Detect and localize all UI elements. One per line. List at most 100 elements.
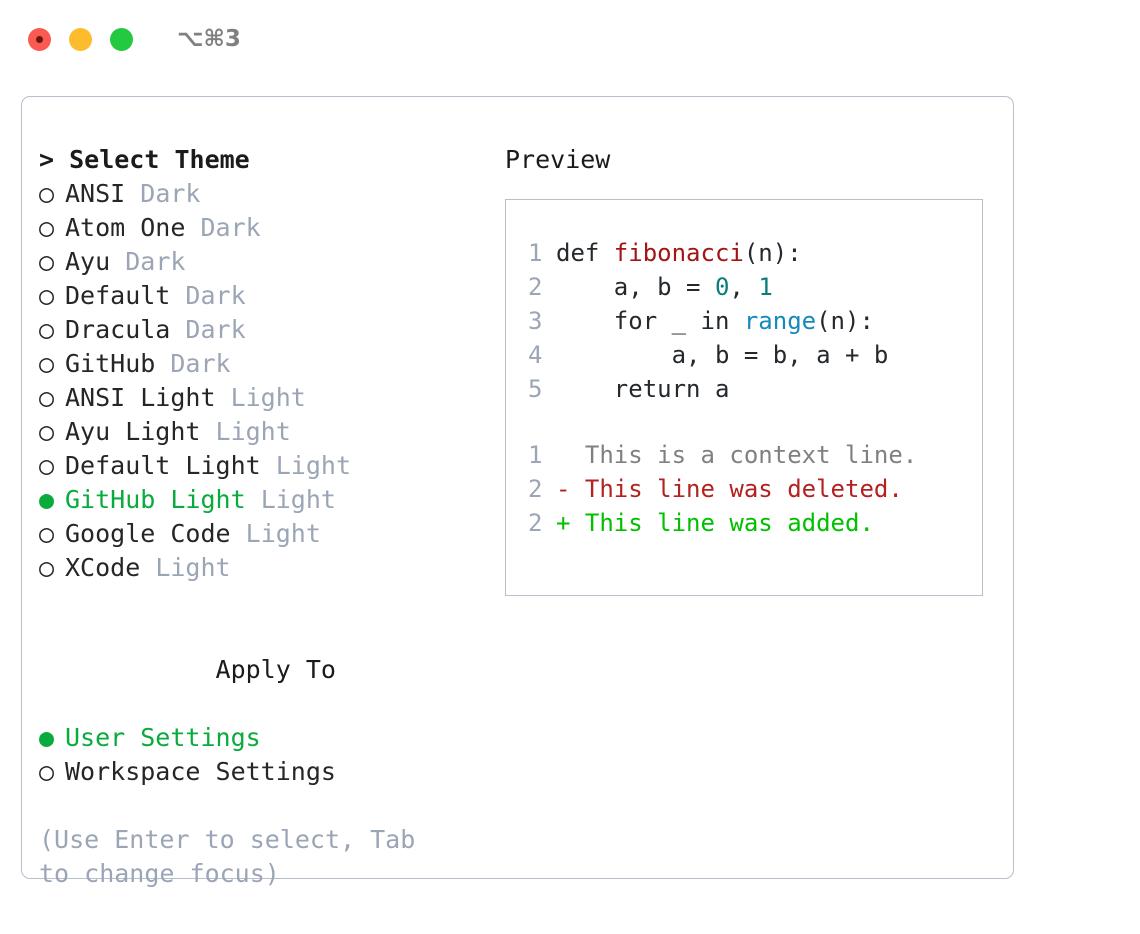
select-theme-heading: > Select Theme [39, 145, 250, 174]
radio-unselected-icon[interactable]: ○ [39, 281, 55, 310]
code-token: return a [556, 375, 730, 403]
theme-name: Atom One [65, 213, 186, 242]
theme-variant-tag: Light [260, 485, 336, 514]
theme-list[interactable]: ○ANSI Dark○Atom One Dark○Ayu Dark○Defaul… [39, 177, 487, 585]
apply-to-heading: Apply To [215, 655, 336, 684]
diff-line: 2- This line was deleted. [528, 472, 982, 506]
theme-name: GitHub Light [65, 485, 246, 514]
theme-list-item[interactable]: ○ Ayu Dark [39, 245, 487, 279]
theme-list-item[interactable]: ○Default Light Light [39, 449, 487, 483]
theme-name: Dracula [65, 315, 171, 344]
keyboard-shortcut-label: ⌥⌘3 [177, 26, 241, 52]
theme-list-item[interactable]: ○ Ayu Light Light [39, 415, 487, 449]
theme-variant-tag: Light [215, 417, 291, 446]
theme-list-item[interactable]: ○ Dracula Dark [39, 313, 487, 347]
radio-unselected-icon[interactable]: ○ [39, 383, 55, 412]
apply-to-item[interactable]: ○Workspace Settings [39, 755, 487, 789]
theme-list-item[interactable]: ○ GitHub Dark [39, 347, 487, 381]
line-number: 2 [528, 509, 543, 537]
code-token: for _ in [556, 307, 744, 335]
window-titlebar: ⌥⌘3 [0, 0, 1140, 78]
code-token: def [556, 239, 614, 267]
code-token: range [743, 307, 817, 335]
code-token: (n): [743, 239, 802, 267]
code-token: a, b = [556, 273, 715, 301]
theme-name: Ayu Light [65, 417, 201, 446]
theme-variant-tag: Light [155, 553, 231, 582]
line-number: 2 [528, 273, 543, 301]
line-number: 1 [528, 441, 543, 469]
theme-variant-tag: Light [230, 383, 306, 412]
radio-unselected-icon[interactable]: ○ [39, 757, 55, 786]
theme-list-item[interactable]: ○ ANSI Light Light [39, 381, 487, 415]
theme-list-item[interactable]: ○Atom One Dark [39, 211, 487, 245]
close-window-button[interactable] [28, 27, 51, 51]
keyboard-hint-text: (Use Enter to select, Tab to change focu… [39, 825, 416, 888]
radio-unselected-icon[interactable]: ○ [39, 349, 55, 378]
theme-list-item[interactable]: ○ XCode Light [39, 551, 487, 585]
code-token: fibonacci [613, 239, 744, 267]
code-token: , [729, 273, 759, 301]
apply-to-label: User Settings [65, 723, 261, 752]
preview-heading: Preview [505, 145, 611, 174]
apply-to-item[interactable]: ● User Settings [39, 721, 487, 755]
theme-list-item[interactable]: ○ Default Dark [39, 279, 487, 313]
zoom-window-button[interactable] [110, 27, 133, 51]
theme-selection-column: > Select Theme ○ANSI Dark○Atom One Dark○… [22, 143, 487, 891]
theme-name: ANSI Light [65, 383, 216, 412]
code-token: a, b = b, a + b [556, 341, 889, 369]
radio-selected-icon[interactable]: ● [39, 485, 55, 514]
theme-variant-tag: Dark [170, 349, 231, 378]
radio-unselected-icon[interactable]: ○ [39, 213, 55, 242]
preview-spacer [528, 406, 982, 438]
radio-unselected-icon[interactable]: ○ [39, 417, 55, 446]
theme-name: Ayu [65, 247, 111, 276]
theme-variant-tag: Dark [125, 247, 186, 276]
theme-list-item[interactable]: ● GitHub Light Light [39, 483, 487, 517]
theme-name: Google Code [65, 519, 231, 548]
line-number: 4 [528, 341, 543, 369]
list-spacer [39, 585, 487, 619]
theme-variant-tag: Dark [185, 281, 246, 310]
radio-unselected-icon[interactable]: ○ [39, 315, 55, 344]
diff-sign: - [556, 475, 585, 503]
code-token: (n): [816, 307, 874, 335]
line-number: 5 [528, 375, 543, 403]
theme-variant-tag: Light [275, 451, 351, 480]
theme-variant-tag: Dark [140, 179, 201, 208]
apply-to-list[interactable]: ● User Settings ○Workspace Settings [39, 721, 487, 789]
traffic-lights [28, 27, 133, 51]
minimize-window-button[interactable] [69, 27, 92, 51]
diff-sign: + [556, 509, 585, 537]
theme-name: ANSI [65, 179, 126, 208]
theme-name: XCode [65, 553, 141, 582]
theme-variant-tag: Dark [185, 315, 246, 344]
code-token: 0 [714, 273, 730, 301]
diff-text: This line was deleted. [584, 475, 903, 503]
theme-list-item[interactable]: ○ Google Code Light [39, 517, 487, 551]
radio-unselected-icon[interactable]: ○ [39, 451, 55, 480]
theme-name: GitHub [65, 349, 156, 378]
diff-text: This is a context line. [584, 441, 918, 469]
theme-picker-panel: > Select Theme ○ANSI Dark○Atom One Dark○… [21, 96, 1014, 888]
diff-line: 2+ This line was added. [528, 506, 982, 540]
diff-sample: 1 This is a context line.2- This line wa… [528, 438, 982, 540]
line-number: 1 [528, 239, 543, 267]
diff-line: 1 This is a context line. [528, 438, 982, 472]
theme-variant-tag: Light [245, 519, 321, 548]
code-token: 1 [758, 273, 773, 301]
theme-list-item[interactable]: ○ ANSI Dark [39, 177, 487, 211]
radio-unselected-icon[interactable]: ○ [39, 553, 55, 582]
radio-unselected-icon[interactable]: ○ [39, 519, 55, 548]
radio-unselected-icon[interactable]: ○ [39, 247, 55, 276]
line-number: 3 [528, 307, 543, 335]
theme-name: Default [65, 281, 171, 310]
radio-selected-icon[interactable]: ● [39, 723, 55, 752]
radio-unselected-icon[interactable]: ○ [39, 179, 55, 208]
code-line: 1 def fibonacci(n): [528, 236, 982, 270]
code-line: 2 a, b = 0, 1 [528, 270, 982, 304]
